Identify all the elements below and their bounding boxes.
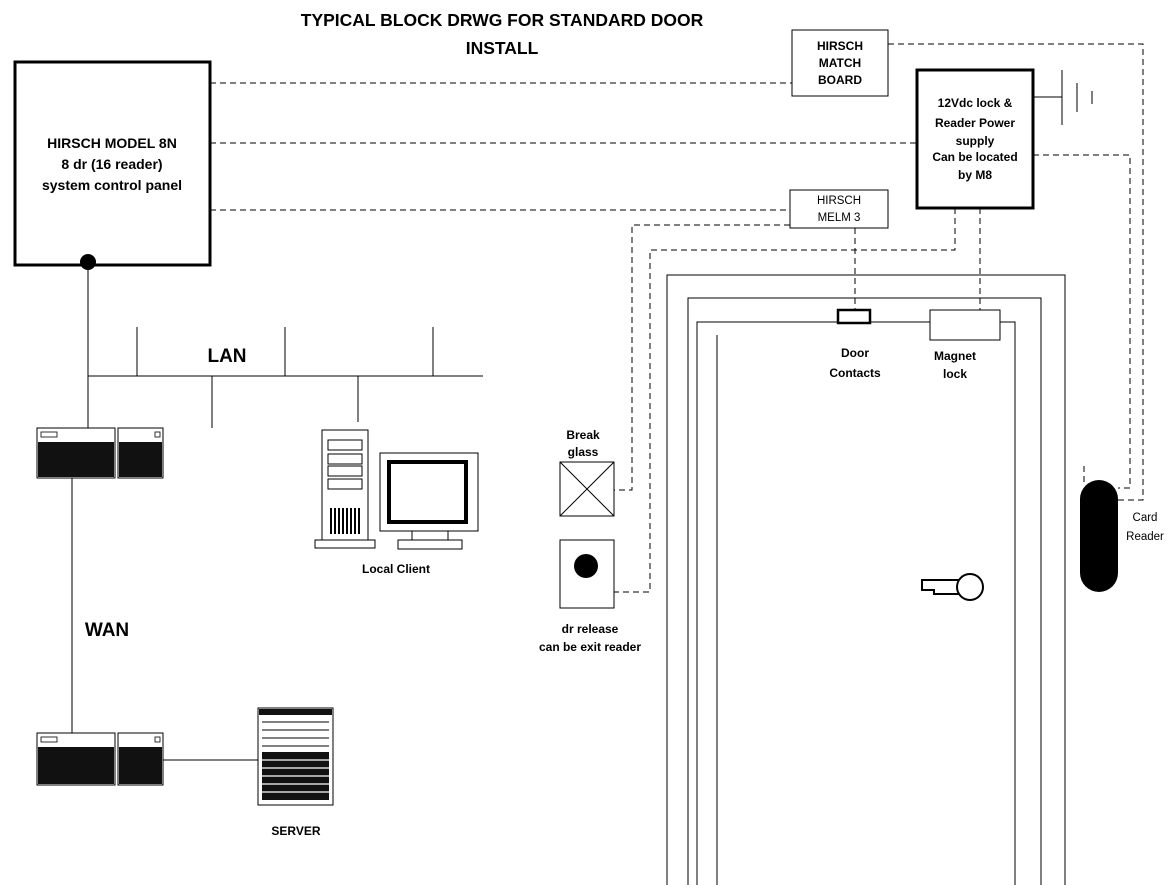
- monitor-base: [397, 539, 463, 550]
- router-bottom-right-panel: [119, 747, 162, 784]
- power-supply-label-line-2: Reader Power: [935, 116, 1015, 130]
- network-junction-dot: [80, 254, 96, 270]
- door-frame-inner: [687, 297, 1042, 885]
- magnet-lock-block: [929, 309, 1001, 341]
- wire-match-board-to-card-reader: [888, 43, 1144, 501]
- server-bay-lines: [262, 721, 329, 747]
- server-top-band: [259, 709, 332, 715]
- router-top-right-panel: [119, 442, 162, 477]
- monitor-neck: [411, 530, 449, 541]
- door-contacts-sensor: [836, 308, 872, 325]
- power-supply-label-line-5: by M8: [958, 168, 992, 182]
- control-panel-box: [13, 60, 212, 267]
- match-board-box: [791, 29, 889, 97]
- router-top-left-panel: [38, 442, 114, 477]
- match-board-label-line-1: HIRSCH: [817, 39, 863, 53]
- dr-release-label-line-2: can be exit reader: [539, 640, 641, 654]
- router-top-led: [40, 431, 58, 438]
- door-frame-outer: [666, 274, 1066, 885]
- pc-base: [314, 539, 376, 549]
- lan-label: LAN: [207, 346, 246, 367]
- wire-power-supply-to-dr-release: [614, 208, 956, 593]
- door-contacts-label-line-2: Contacts: [829, 366, 881, 380]
- magnet-lock-label-line-1: Magnet: [934, 349, 976, 363]
- match-board-label-line-3: BOARD: [818, 73, 862, 87]
- dr-release-button: [559, 539, 615, 609]
- melm-box: [789, 189, 889, 229]
- diagram-title-line-1: TYPICAL BLOCK DRWG FOR STANDARD DOOR: [301, 10, 704, 30]
- server-icon: [257, 707, 334, 806]
- pc-vent-slots: [330, 508, 360, 534]
- wan-label: WAN: [85, 620, 129, 641]
- card-reader-label-line-2: Reader: [1126, 531, 1164, 543]
- pc-drive-bay-2: [327, 453, 363, 465]
- card-reader-device: [1080, 480, 1118, 592]
- power-supply-box: [915, 68, 1035, 210]
- dr-release-push-button: [574, 554, 598, 578]
- router-top-indicator: [154, 431, 161, 438]
- monitor-screen: [387, 460, 468, 524]
- door-handle-rose: [956, 573, 984, 601]
- server-drive-slots: [262, 759, 329, 793]
- power-supply-label-line-3: supply: [956, 134, 995, 148]
- router-bottom: [36, 732, 164, 786]
- router-bottom-left-panel: [38, 747, 114, 784]
- door-contacts-label-line-1: Door: [841, 346, 869, 360]
- router-top: [36, 427, 164, 479]
- local-client-computer-icon: [314, 429, 479, 550]
- wire-power-supply-to-card-reader: [1033, 154, 1131, 489]
- ground-icon: [1033, 70, 1093, 125]
- match-board-label-line-2: MATCH: [819, 56, 861, 70]
- magnet-lock-label-line-2: lock: [943, 367, 967, 381]
- door-handle-icon: [921, 573, 984, 601]
- pc-drive-bay-1: [327, 439, 363, 451]
- pc-drive-bay-3: [327, 465, 363, 477]
- break-glass-label-line-1: Break: [566, 428, 600, 442]
- router-bottom-led: [40, 736, 58, 743]
- door-handle-lever: [921, 579, 961, 595]
- diagram-title-line-2: INSTALL: [466, 38, 539, 58]
- card-reader-label-line-1: Card: [1133, 512, 1158, 524]
- power-supply-label-line-1: 12Vdc lock &: [938, 96, 1013, 110]
- control-panel-label-line-1: HIRSCH MODEL 8N: [47, 135, 177, 151]
- break-glass-label-line-2: glass: [568, 445, 599, 459]
- server-label: SERVER: [271, 824, 320, 838]
- pc-drive-bay-4: [327, 478, 363, 490]
- power-supply-label-line-4: Can be located: [932, 150, 1017, 164]
- dr-release-label-line-1: dr release: [562, 622, 619, 636]
- control-panel-label-line-2: 8 dr (16 reader): [61, 156, 162, 172]
- break-glass-unit: [559, 461, 615, 517]
- break-glass-cross: [559, 461, 615, 517]
- door-leaf-edge: [696, 321, 1016, 885]
- control-panel-label-line-3: system control panel: [42, 177, 182, 193]
- local-client-label: Local Client: [362, 562, 430, 576]
- router-bottom-indicator: [154, 736, 161, 743]
- wire-melm-to-break-glass: [614, 224, 790, 491]
- melm-label-line-1: HIRSCH: [817, 195, 861, 207]
- melm-label-line-2: MELM 3: [818, 212, 861, 224]
